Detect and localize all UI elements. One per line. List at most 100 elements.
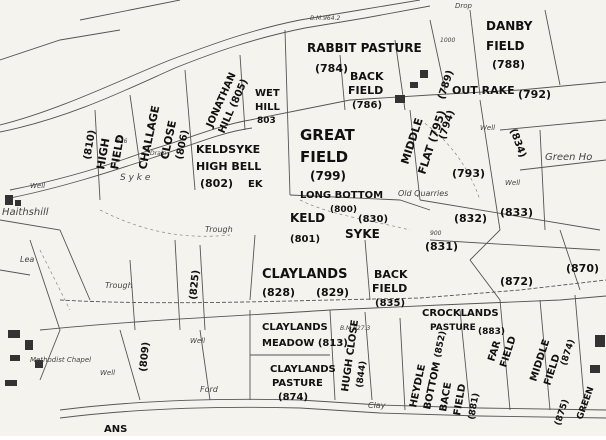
field-number-831: (831) xyxy=(425,240,458,253)
building xyxy=(35,360,43,368)
boundary xyxy=(544,9,561,86)
field-bace-field: FIELD xyxy=(452,383,468,416)
building xyxy=(15,200,21,206)
boundary xyxy=(174,239,181,331)
footpath xyxy=(39,249,71,311)
label-benchmark-4: 900 xyxy=(430,230,442,237)
field-number-809: (809) xyxy=(138,341,152,372)
place-name-green-ho: Green Ho xyxy=(545,152,592,163)
boundary xyxy=(129,94,141,166)
boundary xyxy=(289,194,431,211)
building xyxy=(5,380,17,386)
label-benchmark-2: 1000 xyxy=(440,37,455,44)
label-trough: Trough xyxy=(105,281,133,290)
field-number-881: (881) xyxy=(467,392,482,420)
label-drain: Drain xyxy=(150,150,166,157)
field-number-799: (799) xyxy=(310,169,346,183)
boundary xyxy=(429,19,446,91)
boundary xyxy=(409,109,421,201)
boundary xyxy=(9,127,253,199)
label-well-3: Well xyxy=(505,179,520,187)
field-back-a: BACK xyxy=(350,70,384,83)
label-syke: S y k e xyxy=(120,173,151,183)
boundary xyxy=(574,294,586,411)
field-danby-field: FIELD xyxy=(486,39,525,53)
field-number-835: (835) xyxy=(375,298,405,309)
boundary xyxy=(559,229,581,291)
building xyxy=(395,95,405,103)
boundary xyxy=(399,317,406,411)
boundary xyxy=(364,311,373,401)
field-number-792: (792) xyxy=(518,88,551,101)
boundary xyxy=(79,0,181,21)
field-keldsyke-ek: EK xyxy=(248,179,264,190)
field-number-793: (793) xyxy=(452,167,485,180)
field-number-784: (784) xyxy=(315,62,348,75)
field-wet: WET xyxy=(255,88,280,99)
boundary xyxy=(184,69,196,191)
field-number-829: (829) xyxy=(316,286,349,299)
boundary xyxy=(329,309,336,401)
place-name-haithshill: Haithshill xyxy=(2,207,49,218)
label-well-5: Well xyxy=(100,369,115,377)
field-great-field: FIELD xyxy=(300,148,348,166)
field-claylands-pasture: CLAYLANDS xyxy=(270,364,336,375)
boundary xyxy=(469,9,481,96)
printed-labels: Haithshill Green Ho Old Quarries Trough … xyxy=(2,2,592,410)
boundary xyxy=(429,239,601,251)
field-great: GREAT xyxy=(300,126,356,144)
building xyxy=(5,195,13,205)
boundary xyxy=(364,239,371,301)
building xyxy=(595,335,605,347)
field-claylands-meadow-813: MEADOW (813) xyxy=(262,338,348,349)
field-out-rake: OUT RAKE xyxy=(452,84,515,97)
field-number-810: (810) xyxy=(82,129,98,160)
boundary xyxy=(519,159,606,171)
boundary xyxy=(239,54,246,131)
boundary xyxy=(59,398,606,411)
field-bace: BACE xyxy=(438,381,454,412)
label-benchmark-1: B.M.964.2 xyxy=(310,15,340,22)
field-number-825: (825) xyxy=(188,269,202,300)
label-old-quarries: Old Quarries xyxy=(398,189,448,198)
building xyxy=(590,365,600,373)
boundary xyxy=(499,299,511,411)
label-ford: Ford xyxy=(200,385,219,394)
field-back-a-field: FIELD xyxy=(348,84,383,97)
boundary xyxy=(539,299,551,411)
label-well-2: Well xyxy=(480,124,495,132)
boundary xyxy=(0,219,91,301)
boundary xyxy=(0,5,431,133)
field-boundaries xyxy=(0,0,606,419)
field-number-833: (833) xyxy=(500,206,533,219)
building xyxy=(420,70,428,78)
boundary xyxy=(419,199,601,231)
field-number-874: (874) xyxy=(278,392,308,403)
label-well-4: Well xyxy=(190,337,205,345)
boundary xyxy=(129,259,136,331)
footpath xyxy=(99,209,231,237)
boundary xyxy=(0,29,121,61)
footpath xyxy=(419,119,481,201)
boundary xyxy=(284,29,291,196)
boundary xyxy=(0,0,421,126)
boundary xyxy=(29,239,61,381)
field-danby: DANBY xyxy=(486,19,533,33)
label-drop: Drop xyxy=(455,2,473,10)
building xyxy=(8,330,20,338)
field-number-801: (801) xyxy=(290,234,320,245)
boundary xyxy=(94,109,101,201)
field-number-786: (786) xyxy=(352,100,382,111)
field-keld: KELD xyxy=(290,211,325,225)
label-well: Well xyxy=(30,182,45,190)
boundary xyxy=(459,309,471,411)
footpath xyxy=(299,199,411,231)
boundary xyxy=(59,406,606,419)
boundary xyxy=(469,99,501,261)
boundary xyxy=(59,279,606,304)
label-methodist-chapel: Methodist Chapel xyxy=(30,356,91,364)
boundary xyxy=(0,269,31,276)
label-trough-2: Trough xyxy=(205,225,233,234)
field-rabbit-pasture: RABBIT PASTURE xyxy=(307,41,422,55)
